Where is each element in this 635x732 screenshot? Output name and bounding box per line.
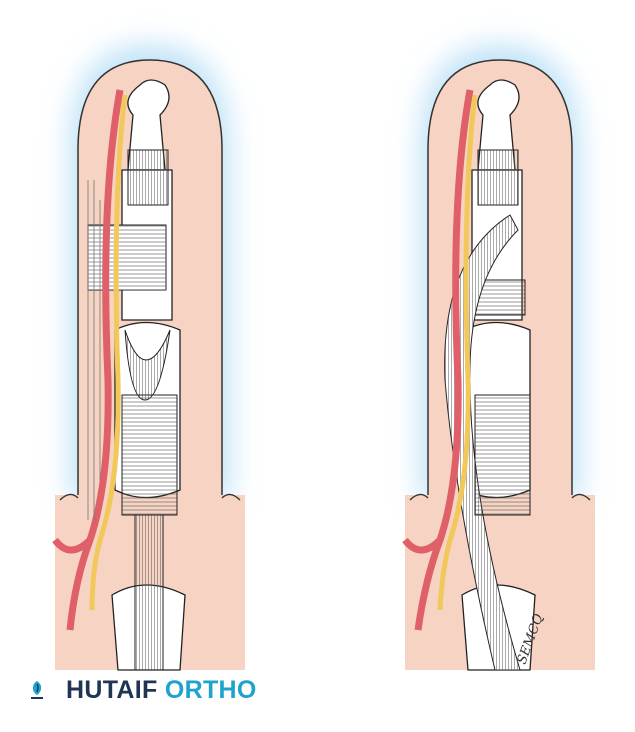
nerve-right (437, 94, 478, 611)
brand-logo-icon (31, 680, 43, 699)
brand-name: HUTAIF ORTHO (66, 676, 257, 705)
artery-left (66, 89, 124, 631)
finger-right: SEMCQ (402, 45, 595, 671)
brand-name-part1: HUTAIF (66, 676, 158, 704)
tendons-left (87, 149, 178, 671)
nerve-left (89, 94, 128, 611)
brand-name-part2: ORTHO (164, 676, 257, 704)
artery-right (414, 89, 474, 631)
brand: HUTAIF ORTHO (30, 676, 257, 705)
finger-left (52, 45, 245, 671)
tendons-right (444, 149, 531, 671)
